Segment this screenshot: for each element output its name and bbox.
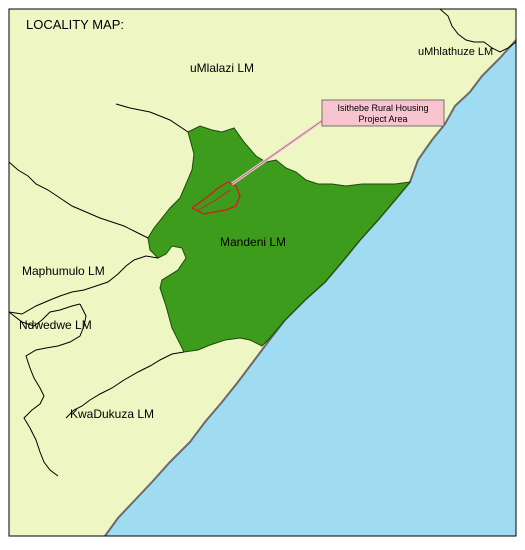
label-maphumulo: Maphumulo LM: [22, 264, 105, 278]
label-ndwedwe: Ndwedwe LM: [19, 318, 92, 332]
label-umhlathuze: uMhlathuze LM: [418, 46, 493, 58]
label-mandeni: Mandeni LM: [220, 235, 286, 249]
label-umlalazi: uMlalazi LM: [190, 61, 254, 75]
label-kwadukuza: KwaDukuza LM: [70, 407, 154, 421]
mandeni-municipality: [147, 125, 412, 353]
map-title: LOCALITY MAP:: [26, 17, 124, 32]
callout-box: [321, 99, 445, 127]
municipal-boundaries: [8, 8, 517, 477]
callout-line-2: Project Area: [358, 114, 407, 124]
map-border: [8, 8, 517, 537]
project-area-outline: [190, 181, 241, 215]
callout-line-1: Isithebe Rural Housing: [337, 103, 428, 113]
indian-ocean: [105, 40, 516, 536]
project-area-inner-line: [197, 189, 231, 211]
callout-leader-edge: [231, 117, 327, 185]
